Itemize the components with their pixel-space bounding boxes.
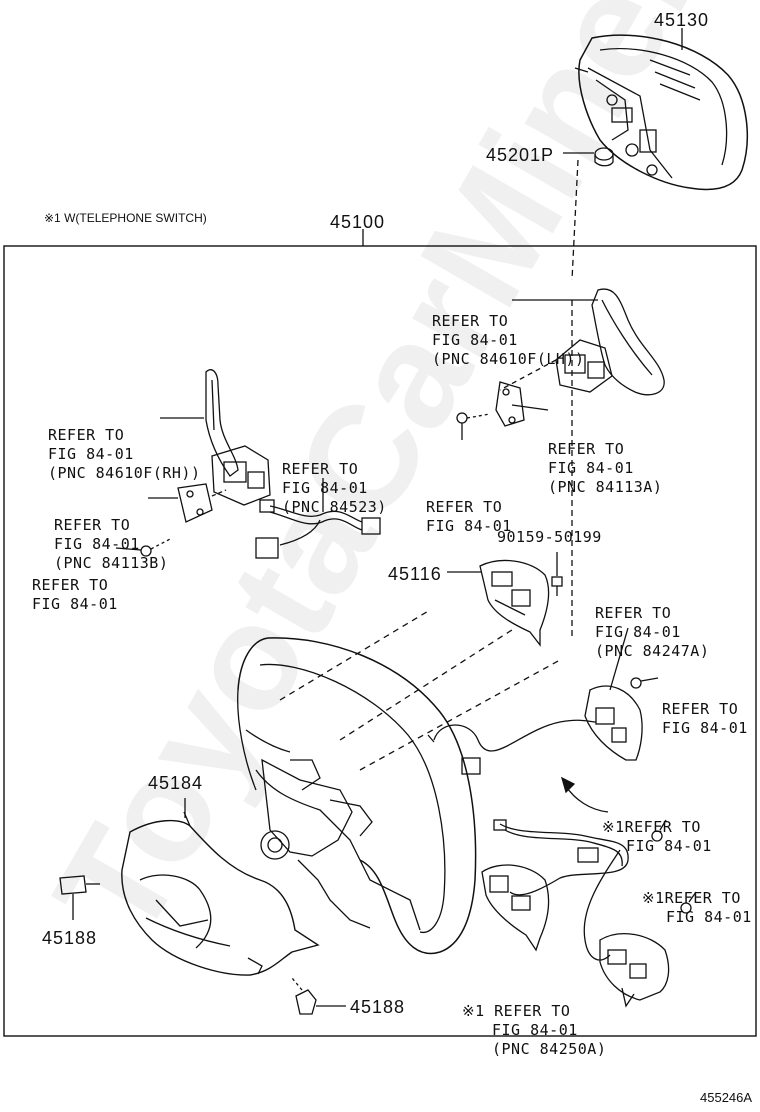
bolt-tel-1	[651, 819, 667, 842]
screw-90159	[551, 552, 563, 596]
telephone-switch-note: ※1 W(TELEPHONE SWITCH)	[44, 211, 207, 225]
assembly-frame	[3, 245, 757, 1037]
part-number-45100: 45100	[330, 212, 386, 232]
bracket-84113b	[148, 483, 213, 523]
dash-wheel-1	[339, 627, 516, 741]
switch-45116	[447, 559, 550, 647]
switch-84250a	[481, 864, 550, 952]
switch-84247a	[427, 627, 643, 775]
nut-45201p	[563, 147, 614, 167]
paddle-rh	[160, 369, 271, 506]
part-number-45188-left: 45188	[42, 928, 98, 948]
dash-airbag-axis	[571, 159, 579, 281]
part-number-45184: 45184	[148, 773, 204, 793]
dash-bracket-84113b	[211, 489, 227, 497]
wire-tel	[493, 819, 629, 961]
airbag-pad-45130	[574, 28, 749, 191]
cover-45184	[121, 798, 320, 976]
part-number-45130: 45130	[654, 10, 710, 30]
part-number-45116: 45116	[388, 564, 442, 584]
clip-45188-bottom	[291, 977, 346, 1015]
part-number-90159-50199: 90159-50199	[497, 528, 602, 546]
bolt-right-1	[630, 677, 659, 689]
bolt-left	[115, 537, 173, 557]
part-number-45201p: 45201P	[486, 145, 555, 165]
dash-wheel-2	[279, 609, 431, 701]
clip-45188-left	[59, 875, 100, 920]
paddle-lh	[512, 288, 665, 396]
dash-paddle-lh	[499, 359, 557, 391]
wire-harness-84523	[255, 478, 381, 559]
dash-wheel-3	[359, 659, 561, 771]
bolt-tel-2	[680, 891, 697, 914]
steering-wheel-45100	[237, 637, 477, 955]
bracket-84113a	[495, 381, 549, 427]
bolt-mid	[456, 412, 491, 440]
arrow-head	[560, 776, 576, 794]
switch-tel-right	[599, 933, 670, 1008]
part-number-45188-bottom: 45188	[350, 997, 406, 1017]
figure-id: 455246A	[700, 1090, 753, 1105]
